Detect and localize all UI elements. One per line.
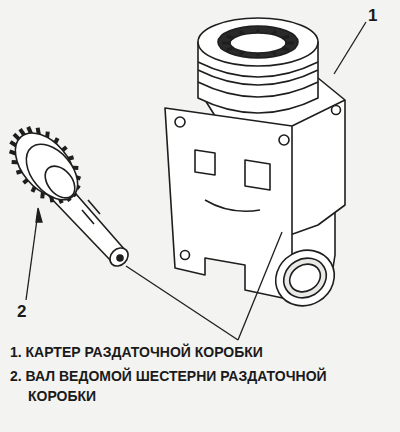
spline-tooth — [222, 42, 230, 45]
spline-tooth — [240, 52, 244, 55]
spline-tooth — [282, 48, 289, 50]
legend-item: 2. ВАЛ ВЕДОМОЙ ШЕСТЕРНИ РАЗДАТОЧНОЙ КОРО… — [10, 366, 358, 407]
spline-tooth — [227, 36, 234, 38]
transfer-case-housing — [165, 18, 345, 316]
callout-number: 1 — [368, 6, 377, 26]
spline-tooth — [257, 53, 260, 57]
legend-item: 1. КАРТЕР РАЗДАТОЧНОЙ КОРОБКИ — [10, 342, 358, 362]
spline-tooth — [257, 30, 260, 34]
spline-tooth — [272, 52, 276, 55]
spline-tooth — [227, 48, 234, 50]
leader-lines — [26, 22, 366, 340]
driven-gear-shaft — [4, 122, 132, 270]
spline-tooth — [272, 31, 276, 34]
spline-tooth — [282, 36, 289, 38]
spline-tooth — [240, 31, 244, 34]
spline-tooth — [286, 42, 294, 45]
callout-number: 2 — [17, 302, 26, 322]
